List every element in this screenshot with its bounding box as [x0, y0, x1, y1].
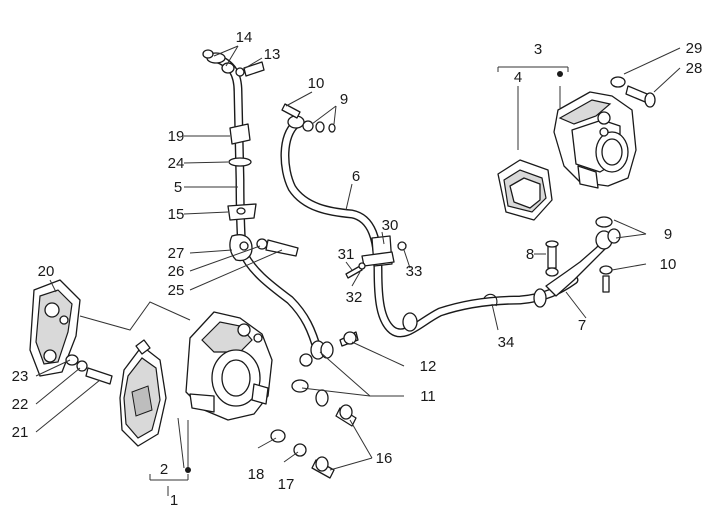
callout-25: 25 [168, 282, 185, 299]
callout-12: 12 [420, 358, 437, 375]
callout-numbers: 1 2 3 4 5 6 7 8 9 9 10 10 11 12 13 14 15… [12, 29, 703, 509]
callout-34: 34 [498, 334, 515, 351]
fasteners-11-12-16-17-18 [270, 331, 359, 479]
callout-18: 18 [248, 466, 265, 483]
callout-4: 4 [514, 69, 522, 86]
callout-24: 24 [168, 155, 185, 172]
callout-26: 26 [168, 263, 185, 280]
callout-32: 32 [346, 289, 363, 306]
callout-16: 16 [376, 450, 393, 467]
assembly-dot-3 [557, 71, 563, 77]
brake-pads-front [119, 339, 167, 447]
callout-13: 13 [264, 46, 281, 63]
caliper-3 [553, 76, 656, 189]
callout-31: 31 [338, 246, 355, 263]
callout-7: 7 [578, 317, 586, 334]
callout-28: 28 [686, 60, 703, 77]
callout-33: 33 [406, 263, 423, 280]
callout-23: 23 [12, 368, 29, 385]
fasteners-21-22-23 [65, 354, 113, 385]
callout-17: 17 [278, 476, 295, 493]
callout-14: 14 [236, 29, 253, 46]
callout-2: 2 [160, 461, 168, 478]
callout-6: 6 [352, 168, 360, 185]
callout-29: 29 [686, 40, 703, 57]
brake-pads-4 [497, 159, 553, 221]
callout-19: 19 [168, 128, 185, 145]
callout-30: 30 [382, 217, 399, 234]
callout-22: 22 [12, 396, 29, 413]
callout-11: 11 [420, 388, 436, 405]
brake-pipe-7 [545, 216, 621, 297]
callout-3: 3 [534, 41, 542, 58]
callout-1: 1 [170, 492, 178, 509]
callout-20: 20 [38, 263, 55, 280]
callout-9-top: 9 [340, 91, 348, 108]
brake-hose-6 [280, 103, 579, 338]
caliper-2 [185, 311, 273, 421]
callout-21: 21 [12, 424, 29, 441]
leader-lines [35, 45, 681, 496]
bracket-20 [29, 279, 81, 377]
callout-5: 5 [174, 179, 182, 196]
assembly-dot-2 [185, 467, 191, 473]
callout-10-right: 10 [660, 256, 677, 273]
callout-10-top: 10 [308, 75, 325, 92]
brake-hose-5 [202, 49, 334, 367]
callout-9-right: 9 [664, 226, 672, 243]
callout-8: 8 [526, 246, 534, 263]
callout-27: 27 [168, 245, 185, 262]
callout-15: 15 [168, 206, 185, 223]
